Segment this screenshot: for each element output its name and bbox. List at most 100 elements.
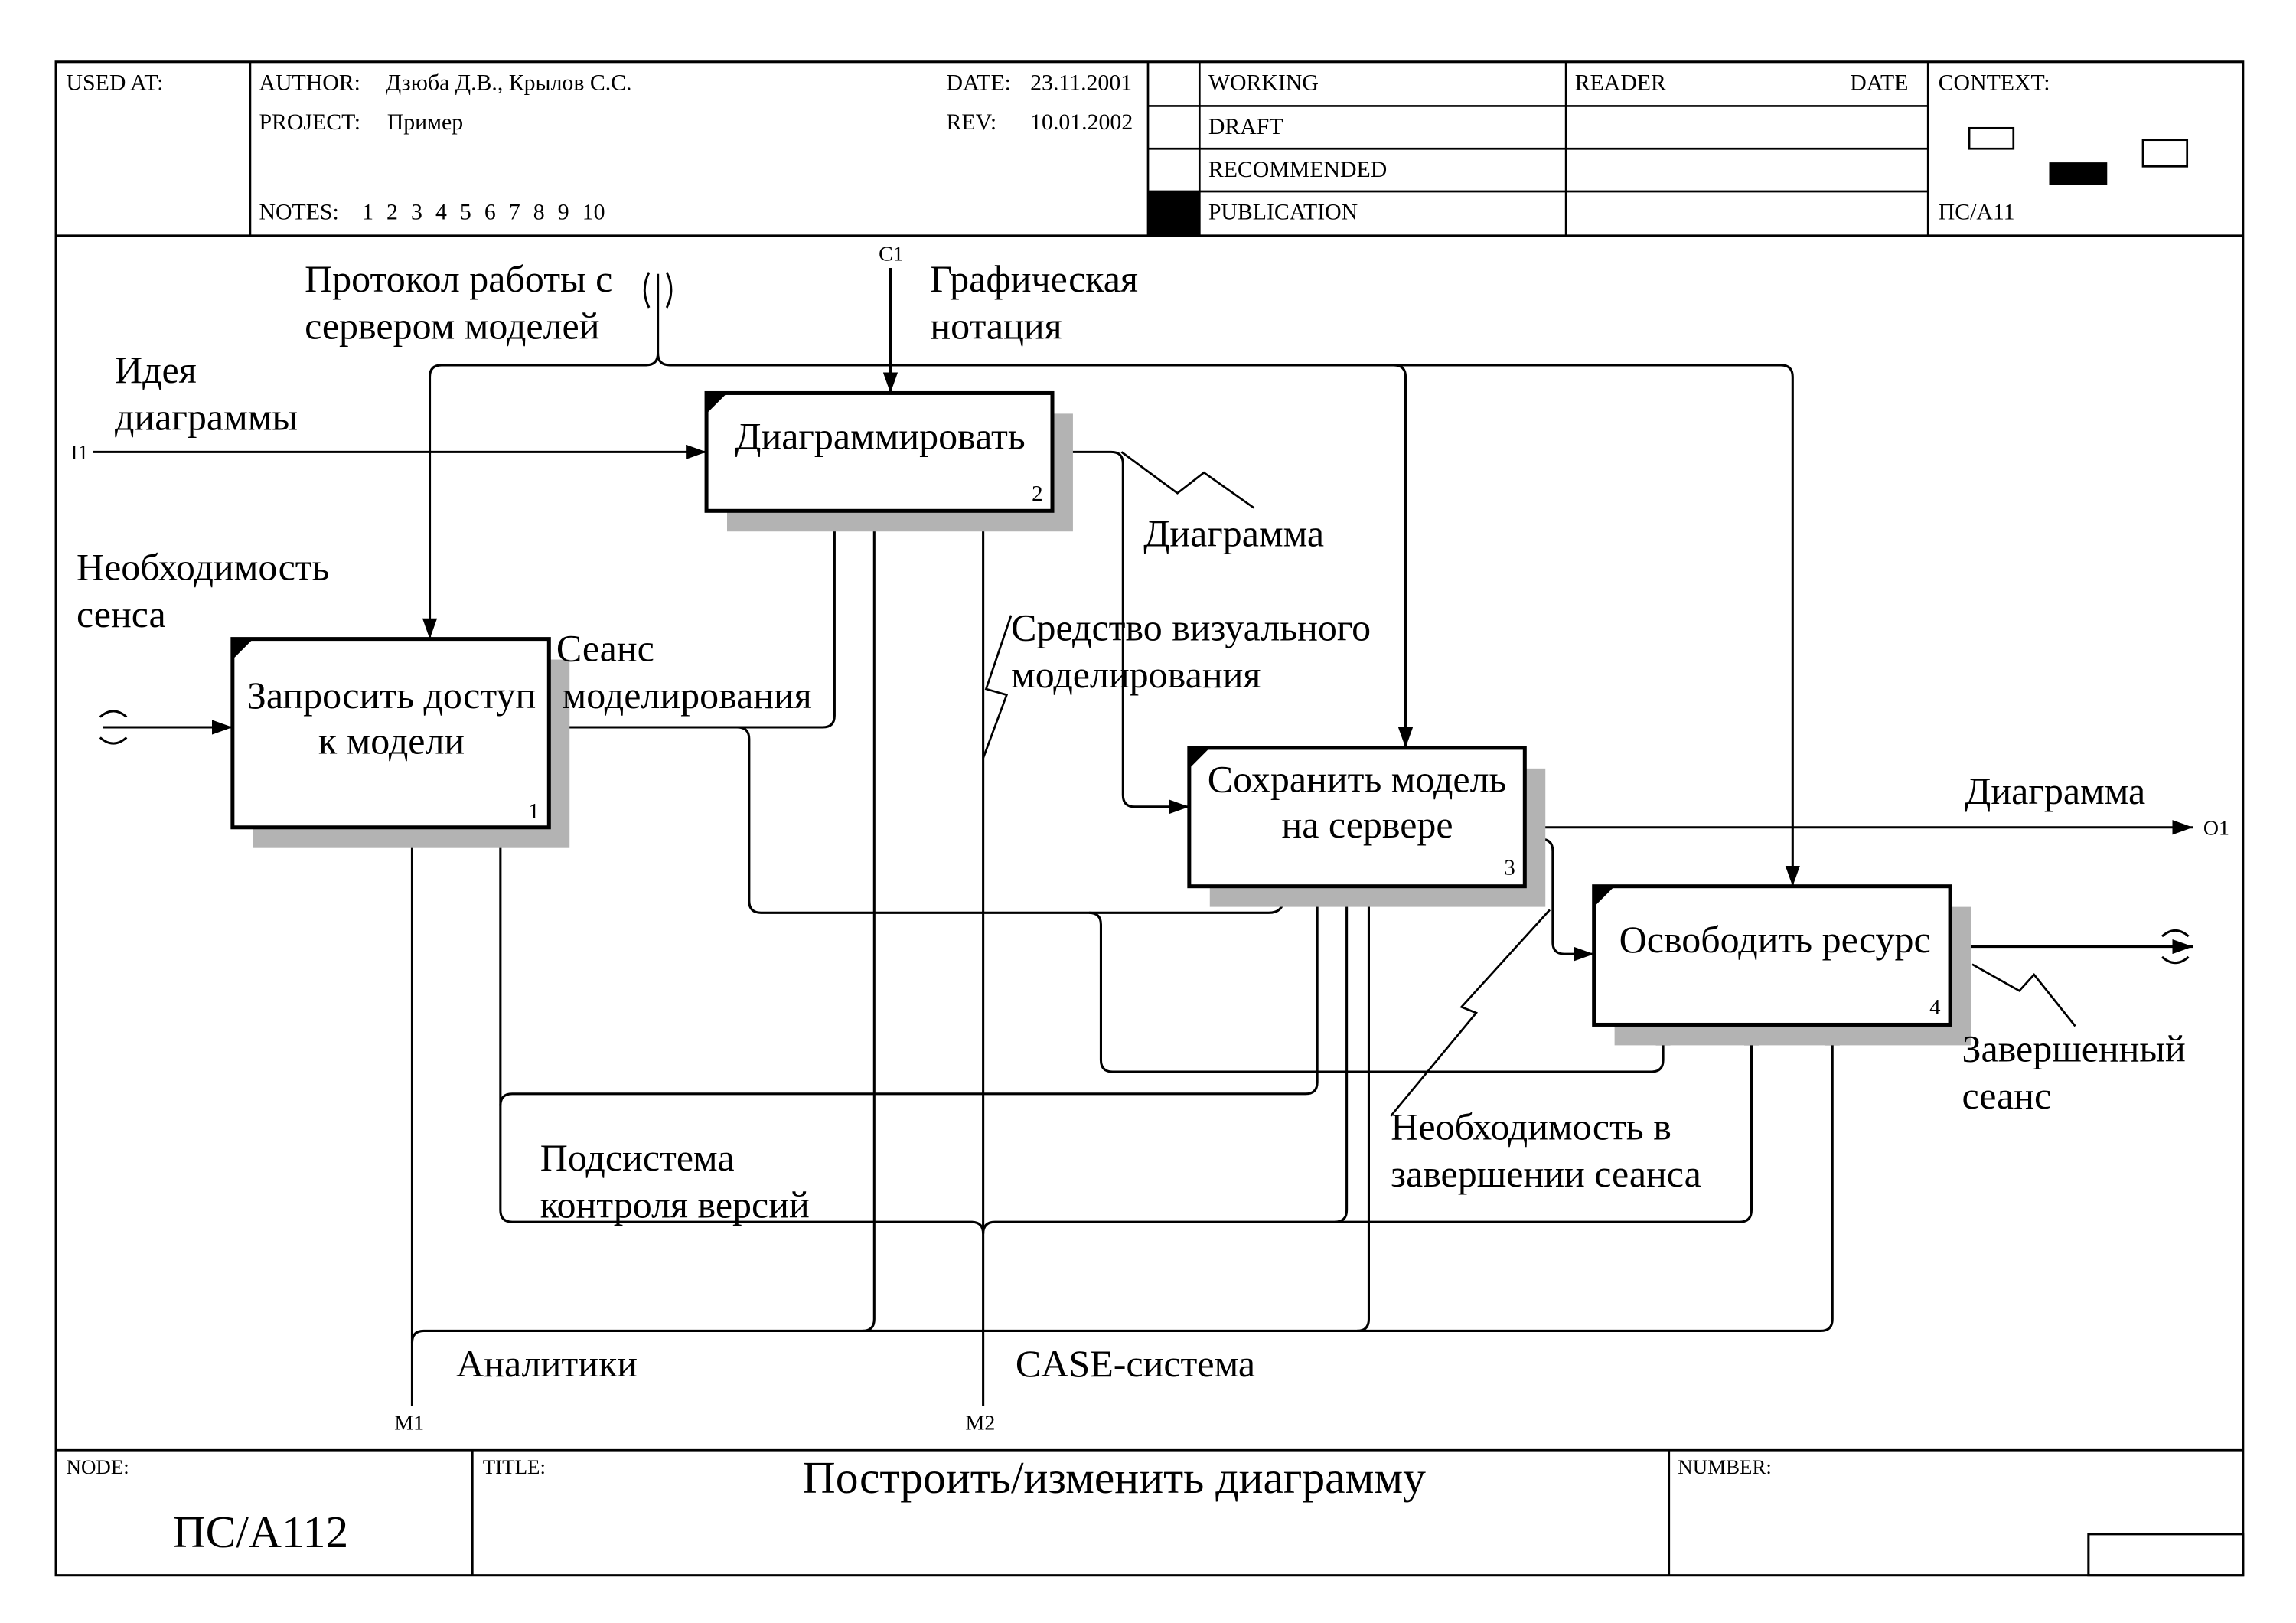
arrow-label: Подсистема (540, 1136, 735, 1179)
tunnel-mark-icon (2161, 929, 2190, 938)
activity-name: Запросить доступ (247, 674, 536, 717)
arrow-case-to-box3 (1335, 886, 1355, 1223)
notes-label: NOTES: (259, 200, 338, 225)
activity-name: к модели (318, 720, 465, 763)
number-label: NUMBER: (1678, 1455, 1772, 1478)
arrow-label: Идея (115, 348, 197, 391)
arrow-code: I1 (70, 441, 88, 465)
arrow-code: O1 (2203, 816, 2229, 840)
status-draft: DRAFT (1208, 114, 1283, 139)
arrow-label: завершении сеанса (1391, 1152, 1701, 1195)
activity-number: 2 (1032, 482, 1042, 506)
arrow-label: нотация (930, 304, 1062, 347)
context-node: ПС/A11 (1939, 200, 2015, 225)
label-connector (1971, 963, 2076, 1027)
title-label: TITLE: (483, 1455, 546, 1478)
date-label: DATE: (947, 70, 1011, 95)
arrow-version-control-to-box3 (499, 886, 1325, 1106)
project-label: PROJECT: (259, 109, 360, 135)
footer-number-cell (2087, 1533, 2245, 1577)
arrow-case-to-box1 (493, 827, 985, 1234)
arrow-code: M1 (394, 1411, 424, 1435)
arrow-analysts-to-box3 (1357, 886, 1377, 1332)
arrow-analysts-to-box4 (410, 1024, 1840, 1343)
tunnel-mark-icon (665, 272, 673, 309)
arrow-session-to-box2 (549, 511, 843, 729)
project-value: Пример (387, 109, 463, 135)
arrow-label: Необходимость в (1391, 1105, 1671, 1148)
arrows (93, 267, 2193, 1406)
arrow-label: моделирования (563, 674, 812, 717)
arrow-code: M2 (966, 1411, 996, 1435)
activity-number: 3 (1504, 855, 1515, 880)
arrow-label: сеанс (1962, 1074, 2051, 1117)
activity-name: Сохранить модель (1208, 758, 1507, 801)
arrow-code: C1 (879, 242, 904, 266)
activity-box (704, 390, 1055, 513)
notes-value: 1 2 3 4 5 6 7 8 9 10 (362, 200, 605, 225)
author-label: AUTHOR: (259, 70, 360, 95)
label-connector (1120, 451, 1255, 509)
arrow-protocol-to-box4 (1394, 364, 1800, 887)
activity-box (1187, 746, 1527, 889)
arrow-protocol-to-box1 (422, 273, 660, 639)
label-connector (982, 615, 1013, 759)
date-value: 23.11.2001 (1030, 70, 1132, 95)
context-sibling-box (2141, 139, 2189, 168)
activity-number: 4 (1929, 995, 1940, 1020)
arrow-label: Диаграмма (1143, 511, 1324, 554)
tunnel-mark-icon (99, 710, 128, 718)
context-sibling-box (1968, 126, 2015, 150)
label-connector (1390, 909, 1551, 1117)
activity-box-4: Освободить ресурс 4 (1592, 884, 1971, 1046)
tunnel-mark-icon (643, 272, 651, 309)
arrow-label: Средство визуального (1011, 606, 1371, 649)
status-marker-draft (1148, 106, 1199, 149)
diagram-frame (54, 60, 2245, 1577)
arrow-label: Графическая (930, 257, 1138, 300)
arrow-label: CASE-система (1016, 1342, 1255, 1385)
activity-name: Диаграммировать (735, 415, 1025, 458)
tunnel-mark-icon (99, 736, 128, 745)
tunnel-mark-icon (2161, 955, 2190, 965)
activity-number: 1 (528, 799, 539, 824)
arrow-label: моделирования (1011, 653, 1261, 696)
used-at-label: USED AT: (67, 70, 164, 95)
arrow-label: Необходимость (77, 546, 329, 589)
arrow-label: Протокол работы с (305, 257, 612, 300)
status-marker-recommended (1148, 149, 1199, 191)
arrow-session-to-box3 (737, 726, 1291, 914)
arrow-need-finish (1525, 838, 1594, 962)
arrow-label: сенса (77, 593, 166, 635)
arrow-label: Завершенный (1962, 1027, 2185, 1070)
status-marker-publication (1148, 191, 1200, 236)
rev-label: REV: (947, 109, 997, 135)
arrow-case-to-box4 (982, 1024, 1760, 1234)
activity-name: Освободить ресурс (1619, 918, 1931, 961)
activity-name: на сервере (1281, 803, 1453, 846)
rev-value: 10.01.2002 (1030, 109, 1133, 135)
status-recommended: RECOMMENDED (1208, 157, 1387, 182)
diagram-title: Построить/изменить диаграмму (803, 1452, 1426, 1503)
status-marker-working (1148, 62, 1199, 106)
arrow-diagram-draft (1052, 450, 1189, 815)
arrow-label: Сеанс (556, 626, 654, 669)
status-working: WORKING (1208, 70, 1319, 95)
activity-box (230, 637, 551, 830)
footer: NODE: ПС/A112 TITLE: Построить/изменить … (67, 1450, 2245, 1577)
arrow-session-to-box4 (1089, 911, 1671, 1073)
arrow-label: диаграммы (115, 396, 298, 439)
arrow-label: Диаграмма (1965, 769, 2145, 812)
arrow-label: сервером моделей (305, 304, 599, 347)
node-label: NODE: (67, 1455, 129, 1478)
context-current-box (2049, 162, 2108, 185)
author-value: Дзюба Д.В., Крылов С.С. (386, 70, 632, 95)
node-value: ПС/A112 (173, 1507, 349, 1557)
status-publication: PUBLICATION (1208, 200, 1358, 225)
activity-box-2: Диаграммировать 2 (704, 390, 1073, 532)
header: USED AT: AUTHOR: Дзюба Д.В., Крылов С.С.… (67, 61, 2189, 236)
activity-box (1592, 884, 1952, 1027)
activity-box-3: Сохранить модель на сервере 3 (1187, 746, 1546, 907)
context-label: CONTEXT: (1939, 70, 2050, 95)
